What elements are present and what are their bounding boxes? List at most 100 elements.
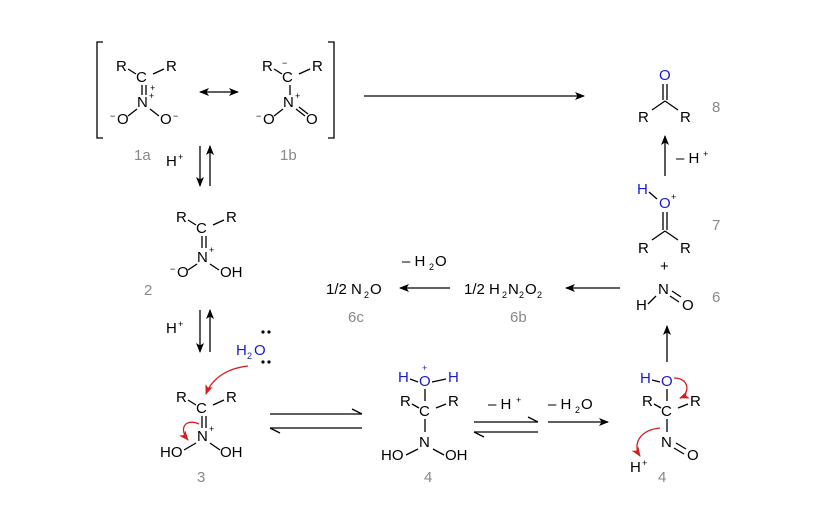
atom-o: O [306, 111, 318, 128]
plus-superscript: + [178, 152, 183, 162]
formula-o: O [370, 281, 382, 298]
compound-label-4: 4 [658, 469, 666, 486]
oxygen-label: O [435, 253, 447, 270]
minus-h2o-condition: – H 2 O [548, 396, 593, 415]
minus-charge: − [170, 264, 175, 274]
atom-o: O [661, 373, 673, 390]
atom-r: R [176, 389, 187, 406]
atom-r: R [166, 58, 177, 75]
atom-oh: OH [220, 264, 243, 281]
atom-c: C [196, 400, 207, 417]
formula-n: N [508, 281, 519, 298]
atom-oh: OH [220, 444, 243, 461]
subscript-2: 2 [364, 290, 369, 300]
plus-superscript: + [642, 458, 647, 468]
atom-n: N [419, 434, 430, 451]
curved-arrow-proton-loss [631, 427, 661, 457]
compound-label-8: 8 [712, 99, 720, 116]
atom-r: R [690, 393, 701, 410]
nitrous-oxide: 1/2 N 2 O [326, 281, 382, 300]
minus-charge: − [110, 111, 115, 121]
compound-8: O R R [638, 67, 691, 126]
plus-superscript: + [178, 319, 183, 329]
atom-r: R [226, 209, 237, 226]
atom-o: O [419, 373, 431, 390]
plus-charge: + [149, 91, 154, 101]
compound-label-6b: 6b [510, 309, 527, 326]
atom-r: R [680, 109, 691, 126]
minus-h-label: – H [676, 150, 699, 167]
atom-r: R [680, 240, 691, 257]
formula-prefix: 1/2 H [464, 281, 500, 298]
atom-r: R [176, 209, 187, 226]
compound-7: H O + R R [637, 181, 691, 257]
plus-charge: + [295, 91, 300, 101]
curved-arrow-oh-shift [673, 377, 690, 399]
atom-n: N [197, 249, 208, 266]
compound-label-1a: 1a [134, 147, 151, 164]
atom-c: C [196, 220, 207, 237]
compound-label-4: 4 [424, 469, 432, 486]
atom-r: R [642, 393, 653, 410]
compound-label-7: 7 [712, 217, 720, 234]
left-bracket [96, 41, 103, 139]
atom-o: O [160, 111, 172, 128]
atom-c: C [661, 403, 672, 420]
atom-c: C [136, 69, 147, 86]
compound-4-nitroso: H O R C R N O H + [630, 370, 701, 476]
plus-charge: + [209, 424, 214, 434]
atom-r: R [116, 58, 127, 75]
atom-r: R [400, 393, 411, 410]
plus-superscript: + [516, 395, 521, 405]
minus-h2o-condition: – H 2 O [402, 253, 447, 272]
atom-r: R [448, 393, 459, 410]
subscript-2: 2 [519, 290, 524, 300]
h-plus-reagent: H [166, 320, 177, 337]
curved-arrow-pi-shift [179, 421, 200, 441]
compound-1b: R − C R N + − O O [256, 58, 323, 128]
subscript-2: 2 [502, 290, 507, 300]
compound-label-3: 3 [197, 469, 205, 486]
minus-charge: − [282, 58, 287, 68]
hyponitrous-acid: 1/2 H 2 N 2 O 2 [464, 281, 542, 300]
curved-arrow-attack [205, 365, 249, 395]
plus-charge: + [671, 192, 676, 202]
atom-h: H [640, 370, 651, 387]
atom-h: H [448, 369, 459, 386]
equilibrium-arrows-3-4 [269, 408, 363, 434]
compound-3: R C R N + HO OH [160, 389, 243, 461]
atom-r: R [312, 58, 323, 75]
right-bracket [328, 41, 335, 139]
atom-o: O [659, 195, 671, 212]
compound-label-2: 2 [144, 282, 152, 299]
plus-charge: + [209, 245, 214, 255]
compound-6: H N O [636, 281, 694, 314]
atom-n: N [197, 428, 208, 445]
atom-n: N [137, 94, 148, 111]
compound-label-6: 6 [712, 289, 720, 306]
atom-h: H [236, 342, 247, 359]
atom-ho: HO [381, 447, 404, 464]
minus-h-label: – H [402, 253, 425, 270]
plus-charge: + [150, 83, 155, 93]
atom-n: N [661, 434, 672, 451]
atom-oh: OH [445, 447, 468, 464]
atom-r: R [638, 240, 649, 257]
minus-h-label: – H [488, 396, 511, 413]
subscript-2: 2 [537, 290, 542, 300]
atom-r: R [226, 389, 237, 406]
atom-o: O [177, 264, 189, 281]
atom-o: O [682, 297, 694, 314]
compound-2: R C R N + − O OH [170, 209, 243, 281]
atom-o: O [117, 111, 129, 128]
proton: H [630, 459, 641, 476]
atom-o: O [263, 111, 275, 128]
subscript-2: 2 [247, 351, 252, 361]
atom-o: O [254, 342, 266, 359]
compound-4-oxonium: H + O H R C R N HO OH [381, 363, 468, 464]
atom-n: N [658, 281, 669, 298]
water-molecule: H 2 O [236, 330, 271, 364]
plus-charge: + [422, 363, 427, 373]
compound-1a: R C R + N + − O O − [110, 58, 178, 128]
minus-h-plus-condition: – H + [488, 395, 521, 413]
